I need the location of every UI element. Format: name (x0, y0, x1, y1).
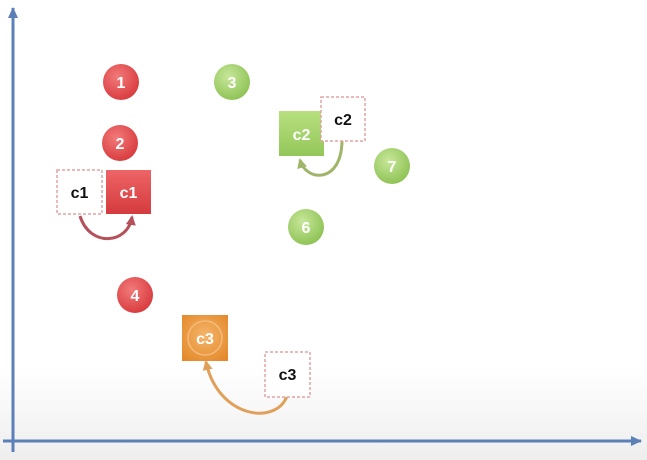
data-point-3: 3 (214, 64, 250, 100)
data-point-6: 6 (288, 209, 324, 245)
svg-text:2: 2 (116, 136, 125, 153)
centroid-c2-old: c2 (320, 96, 366, 142)
svg-text:7: 7 (388, 159, 397, 176)
svg-text:c1: c1 (120, 185, 138, 202)
centroid-move-arrow-c3 (202, 360, 289, 415)
data-point-2: 2 (102, 125, 138, 161)
centroid-move-arrow-c1 (78, 215, 136, 241)
data-point-1: 1 (103, 64, 139, 100)
data-point-4: 4 (117, 277, 153, 313)
data-point-7: 7 (374, 148, 410, 184)
centroid-move-arrow-c2 (297, 139, 344, 177)
centroid-c3-old: c3 (264, 351, 311, 398)
centroid-c3-new: c3 (182, 315, 228, 361)
svg-text:c2: c2 (334, 112, 352, 129)
svg-text:1: 1 (117, 75, 126, 92)
svg-text:c2: c2 (293, 127, 311, 144)
svg-text:c3: c3 (279, 367, 297, 384)
svg-text:c1: c1 (71, 185, 89, 202)
svg-text:c3: c3 (196, 331, 214, 348)
centroid-c1-old: c1 (56, 169, 103, 215)
centroid-c2-new: c2 (279, 111, 324, 156)
centroid-c1-new: c1 (106, 170, 151, 214)
svg-text:4: 4 (131, 288, 140, 305)
svg-text:6: 6 (302, 220, 311, 237)
svg-text:3: 3 (228, 75, 237, 92)
